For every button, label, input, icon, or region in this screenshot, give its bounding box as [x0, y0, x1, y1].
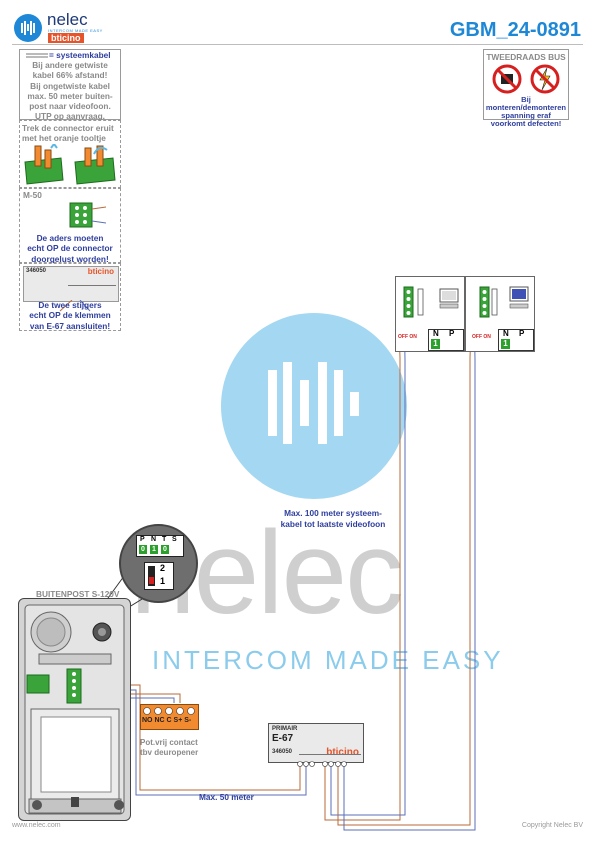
max-100-label: Max. 100 meter systeem-kabel tot laatste…	[280, 508, 386, 529]
relay-screws	[143, 707, 195, 715]
relay-terminal-labels: NO NC C S+ S-	[142, 717, 192, 724]
m50-module-icon	[69, 202, 106, 228]
footer-website: www.nelec.com	[12, 822, 61, 829]
logo-bars-icon	[21, 21, 35, 35]
monitor-2-jumper: 1	[501, 339, 510, 349]
outdoor-unit-drawing	[24, 604, 125, 815]
brand-tagline: INTERCOM MADE EASY	[48, 28, 103, 33]
zoom-detail: P N T S 0 1 0 2 1	[119, 524, 198, 603]
footer-copyright: Copyright Nelec BV	[521, 822, 583, 829]
psu-model: E-67	[272, 733, 294, 744]
zoom-terminal-s: S	[172, 536, 177, 543]
brand-sub: bticino	[48, 33, 84, 43]
zoom-terminal-p: P	[140, 536, 145, 543]
psu-e67: PRIMAIR E-67 346050 bticino	[268, 723, 364, 763]
e67-mini-wires	[59, 300, 91, 312]
psu-brand: bticino	[326, 747, 359, 758]
zoom-switch-2: 2	[160, 563, 166, 573]
relay-block: NO NC C S+ S-	[140, 704, 199, 730]
warning-icons	[492, 64, 560, 94]
zoom-value-n: 1	[150, 545, 158, 554]
monitor-1-jumper: 1	[431, 339, 440, 349]
zoom-switch-knob	[148, 566, 155, 586]
connector-illustration	[24, 144, 116, 185]
cable-symbol-icon	[26, 53, 48, 58]
monitor-1-terminal-p: P	[449, 329, 455, 338]
no-voltage-icon	[530, 64, 560, 94]
monitor-2-terminal-block: N P 1	[498, 329, 534, 351]
e67-mini-terminals	[68, 285, 116, 296]
monitor-1-jumper-label: OFF ON	[398, 334, 417, 340]
header-logo: nelec INTERCOM MADE EASY bticino	[14, 10, 124, 44]
psu-code: 346050	[272, 749, 293, 755]
logo-icon	[14, 14, 42, 42]
monitor-2-board	[479, 286, 529, 318]
outdoor-unit-title: BUITENPOST S-120V	[36, 589, 120, 599]
monitor-1-board	[403, 286, 459, 318]
monitor-2-terminal-p: P	[519, 329, 525, 338]
e67-mini-code: 346050	[26, 268, 47, 274]
watermark-tagline: INTERCOM MADE EASY	[152, 645, 504, 675]
zoom-terminal-block: P N T S 0 1 0	[136, 535, 184, 557]
brand-name: nelec	[47, 10, 88, 29]
zoom-value-t: 0	[161, 545, 169, 554]
monitor-1-terminal-block: N P 1	[428, 329, 464, 351]
zoom-terminal-n: N	[151, 536, 157, 543]
monitor-2-terminal-n: N	[503, 329, 509, 338]
psu-terminals	[299, 754, 361, 761]
e67-mini-brand: bticino	[87, 267, 114, 276]
monitor-1: OFF ON N P 1	[395, 276, 465, 352]
m50-title: M-50	[23, 190, 42, 200]
doc-code: GBM_24-0891	[449, 19, 581, 41]
warning-title: TWEEDRAADS BUS	[486, 52, 566, 62]
cable-label: = systeemkabel	[49, 50, 111, 60]
max-50-label: Max. 50 meter	[199, 792, 254, 802]
monitor-2-jumper-label: OFF ON	[472, 334, 491, 340]
outdoor-unit	[18, 598, 131, 821]
monitor-2: OFF ON N P 1	[465, 276, 535, 352]
psu-screws	[297, 761, 347, 767]
zoom-value-p: 0	[139, 545, 147, 554]
psu-label-top: PRIMAIR	[272, 726, 298, 732]
zoom-switch: 2 1	[144, 562, 174, 590]
monitor-1-terminal-n: N	[433, 329, 439, 338]
zoom-terminal-t: T	[162, 536, 167, 543]
header-rule	[12, 44, 583, 45]
e67-mini-module: 346050 bticino	[23, 266, 119, 302]
no-plug-icon	[492, 64, 522, 94]
zoom-switch-1: 1	[160, 576, 166, 586]
